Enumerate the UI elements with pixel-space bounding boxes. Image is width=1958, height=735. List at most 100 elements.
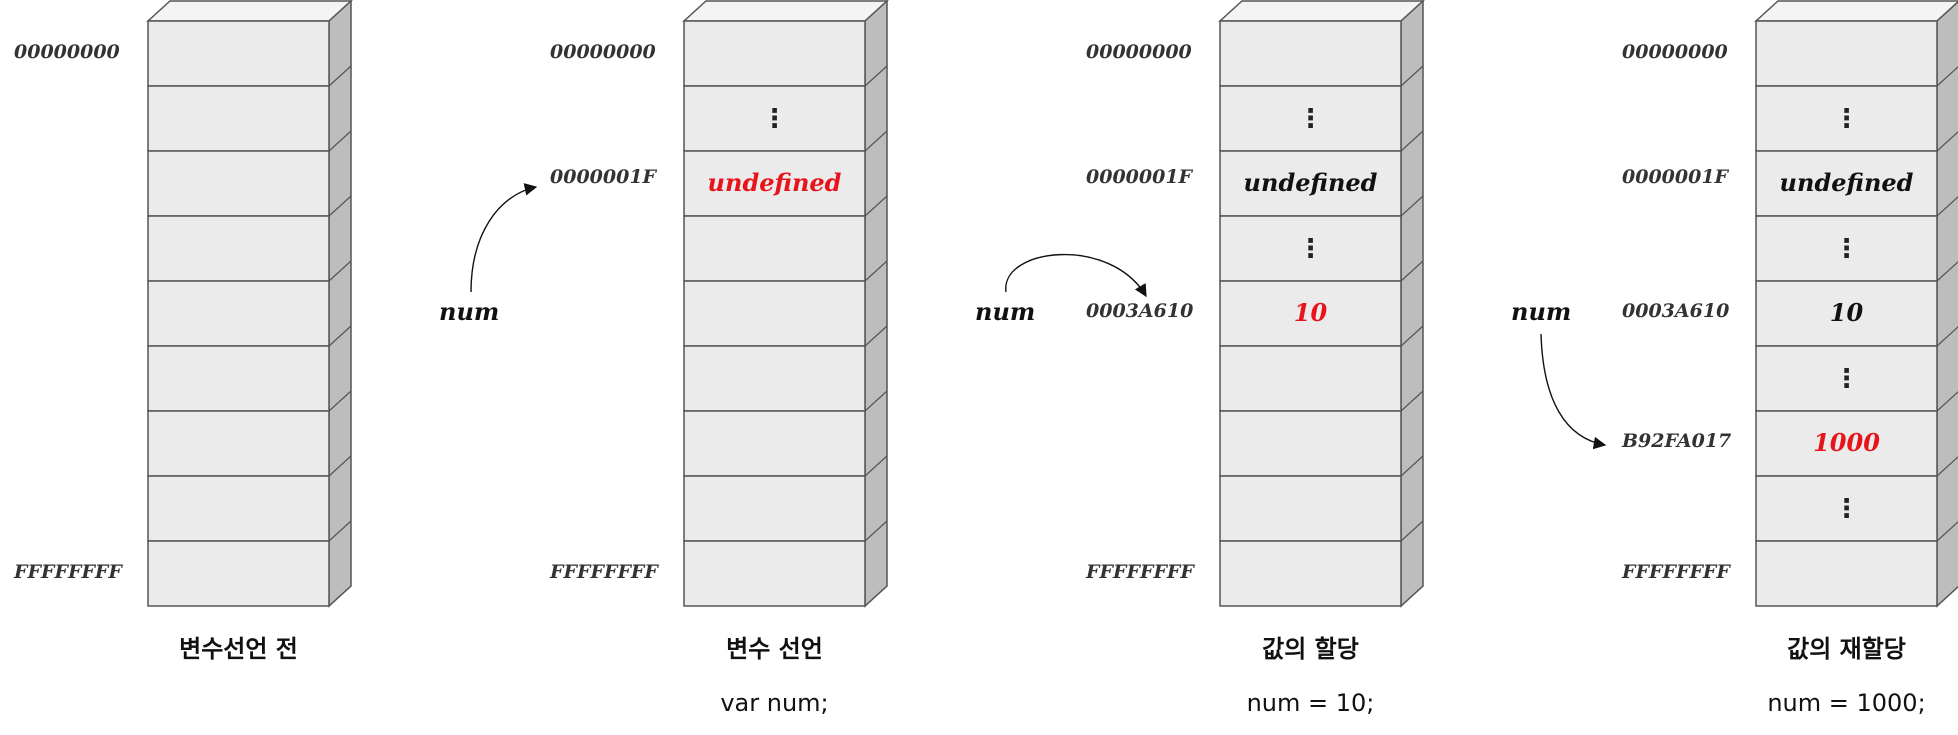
- memory-cell: [683, 475, 866, 542]
- side-divider: [328, 325, 352, 347]
- ellipsis-marker: ⋮: [1833, 363, 1860, 394]
- memory-cell: [1219, 540, 1402, 607]
- stack-side-face: [1400, 0, 1424, 608]
- memory-cell: [147, 475, 330, 542]
- cell-value: undefined: [1779, 167, 1914, 197]
- panel-code: num = 10;: [1246, 689, 1375, 717]
- memory-cell: [683, 410, 866, 477]
- address-bottom: FFFFFFFF: [14, 560, 122, 583]
- address-top: 00000000: [550, 40, 656, 63]
- address-bottom: FFFFFFFF: [1622, 560, 1730, 583]
- side-divider: [1400, 390, 1424, 412]
- side-divider: [1936, 66, 1958, 87]
- side-divider: [1400, 455, 1424, 477]
- memory-cell: [1755, 410, 1938, 477]
- side-divider: [864, 520, 888, 542]
- ellipsis-marker: ⋮: [1833, 233, 1860, 264]
- memory-cell: [1219, 20, 1402, 87]
- address-bottom: FFFFFFFF: [1086, 560, 1194, 583]
- memory-stack-1: [146, 0, 353, 608]
- memory-cell: [1219, 475, 1402, 542]
- cell-value: undefined: [707, 167, 842, 197]
- side-divider: [1936, 326, 1958, 347]
- address-top: 00000000: [14, 40, 120, 63]
- memory-cell: [1755, 475, 1938, 542]
- memory-cell: [147, 345, 330, 412]
- side-divider: [864, 130, 888, 152]
- memory-cell: [147, 540, 330, 607]
- memory-cell: [1755, 215, 1938, 282]
- panel-caption: 값의 재할당: [1787, 635, 1906, 663]
- pointer-label-num: num: [975, 297, 1036, 326]
- side-divider: [1400, 195, 1424, 217]
- side-divider: [864, 390, 888, 412]
- stack-side-face: [1936, 0, 1958, 608]
- side-divider: [328, 520, 352, 542]
- memory-cell: [147, 215, 330, 282]
- address-label: 0000001F: [1086, 165, 1193, 188]
- side-divider: [1400, 260, 1424, 282]
- side-divider: [864, 195, 888, 217]
- address-label: 0000001F: [550, 165, 657, 188]
- memory-cell: [1219, 280, 1402, 347]
- side-divider: [328, 195, 352, 217]
- side-divider: [864, 325, 888, 347]
- side-divider: [328, 390, 352, 412]
- ellipsis-marker: ⋮: [1833, 103, 1860, 134]
- memory-cell: [683, 280, 866, 347]
- stack-top-face: [682, 0, 889, 22]
- panel-caption: 변수선언 전: [179, 635, 298, 663]
- side-divider: [1936, 521, 1958, 542]
- memory-cell: [1219, 410, 1402, 477]
- panel-code: var num;: [720, 689, 829, 717]
- side-divider: [1400, 520, 1424, 542]
- memory-cell: [147, 280, 330, 347]
- cell-value: 1000: [1813, 427, 1880, 457]
- pointer-label-num: num: [1511, 297, 1572, 326]
- side-divider: [328, 455, 352, 477]
- ellipsis-marker: ⋮: [1297, 103, 1324, 134]
- memory-cell: [1755, 540, 1938, 607]
- memory-cell: [1219, 215, 1402, 282]
- address-top: 00000000: [1086, 40, 1192, 63]
- side-divider: [328, 130, 352, 152]
- pointer-arrow-panel-4: [1540, 333, 1607, 450]
- side-divider: [864, 65, 888, 87]
- memory-cell: [1755, 150, 1938, 217]
- side-divider: [1936, 196, 1958, 217]
- side-divider: [1400, 65, 1424, 87]
- memory-cell: [1219, 150, 1402, 217]
- side-divider: [864, 455, 888, 477]
- memory-cell: [683, 540, 866, 607]
- pointer-label-num: num: [439, 297, 500, 326]
- panel-caption: 값의 할당: [1262, 635, 1359, 663]
- panel-caption: 변수 선언: [726, 635, 823, 663]
- memory-cell: [147, 150, 330, 217]
- address-label: 0003A610: [1622, 299, 1730, 322]
- address-bottom: FFFFFFFF: [550, 560, 658, 583]
- side-divider: [1400, 130, 1424, 152]
- side-divider: [864, 260, 888, 282]
- side-divider: [1936, 391, 1958, 412]
- panel-code: num = 1000;: [1767, 689, 1926, 717]
- memory-cell: [683, 345, 866, 412]
- side-divider: [1936, 131, 1958, 152]
- side-divider: [1936, 261, 1958, 282]
- cell-value: 10: [1293, 297, 1328, 327]
- cell-value: undefined: [1243, 167, 1378, 197]
- memory-cell: [683, 85, 866, 152]
- side-divider: [328, 65, 352, 87]
- cell-value: 10: [1829, 297, 1864, 327]
- stack-top-face: [1218, 0, 1425, 22]
- memory-cell: [1755, 345, 1938, 412]
- address-label: 0000001F: [1622, 165, 1729, 188]
- memory-stack-3: [1218, 0, 1425, 608]
- memory-cell: [1755, 280, 1938, 347]
- memory-cell: [1755, 20, 1938, 87]
- side-divider: [1400, 325, 1424, 347]
- memory-stack-4: [1754, 0, 1958, 608]
- memory-cell: [1219, 345, 1402, 412]
- stack-top-face: [1754, 0, 1958, 22]
- side-divider: [328, 260, 352, 282]
